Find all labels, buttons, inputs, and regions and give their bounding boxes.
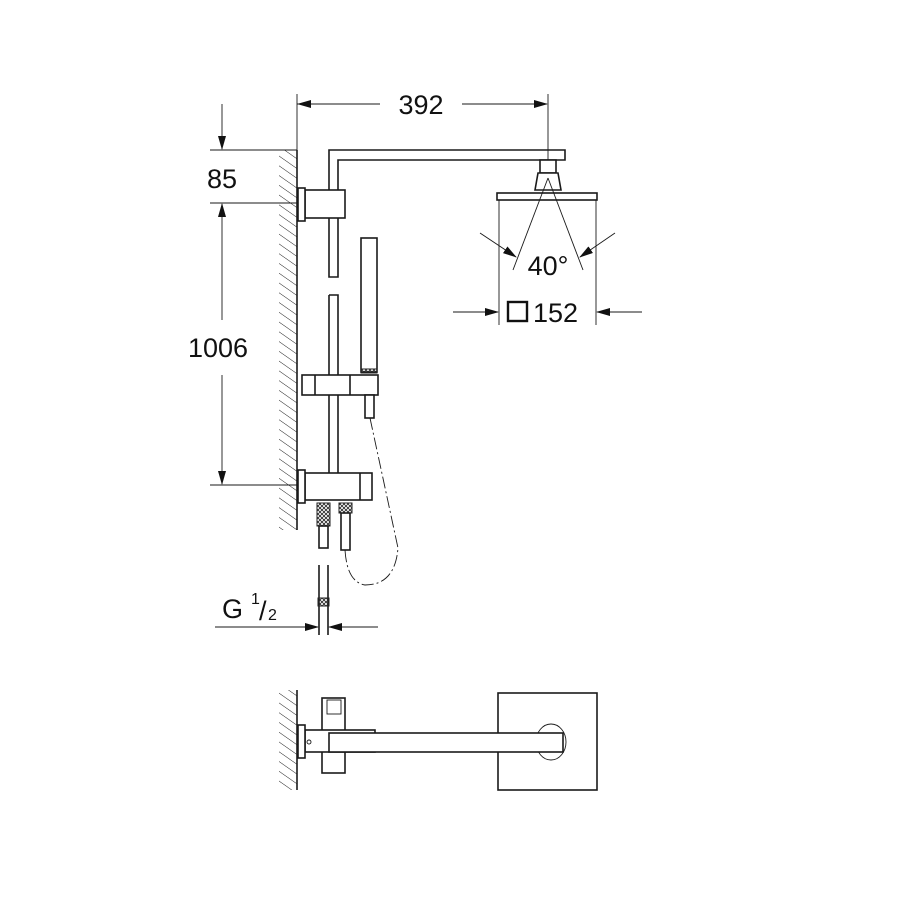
square-symbol-icon (506, 300, 529, 323)
head-shower: 40° 152 (453, 159, 642, 328)
dimension-85-label: 85 (207, 164, 237, 194)
arm-top-view (328, 732, 564, 753)
connection-slash: / (259, 596, 267, 626)
head-size-label: 152 (533, 298, 578, 328)
dimension-392: 392 (296, 90, 549, 160)
hand-shower (360, 237, 378, 373)
shower-rail (297, 149, 566, 635)
spray-angle-label: 40° (528, 251, 569, 281)
top-view (279, 690, 598, 791)
dimension-392-label: 392 (398, 90, 443, 120)
diverter-block (304, 472, 373, 501)
dimension-1006-label: 1006 (188, 333, 248, 363)
wall-front (279, 150, 298, 530)
dimension-connection: G 1 / 2 (215, 591, 378, 631)
top-bracket (304, 189, 346, 219)
dimension-vertical: 85 1006 (188, 104, 305, 486)
connection-denominator: 2 (268, 607, 277, 624)
connection-g-label: G (222, 594, 243, 624)
connection-numerator: 1 (251, 591, 260, 608)
slider (301, 374, 379, 396)
